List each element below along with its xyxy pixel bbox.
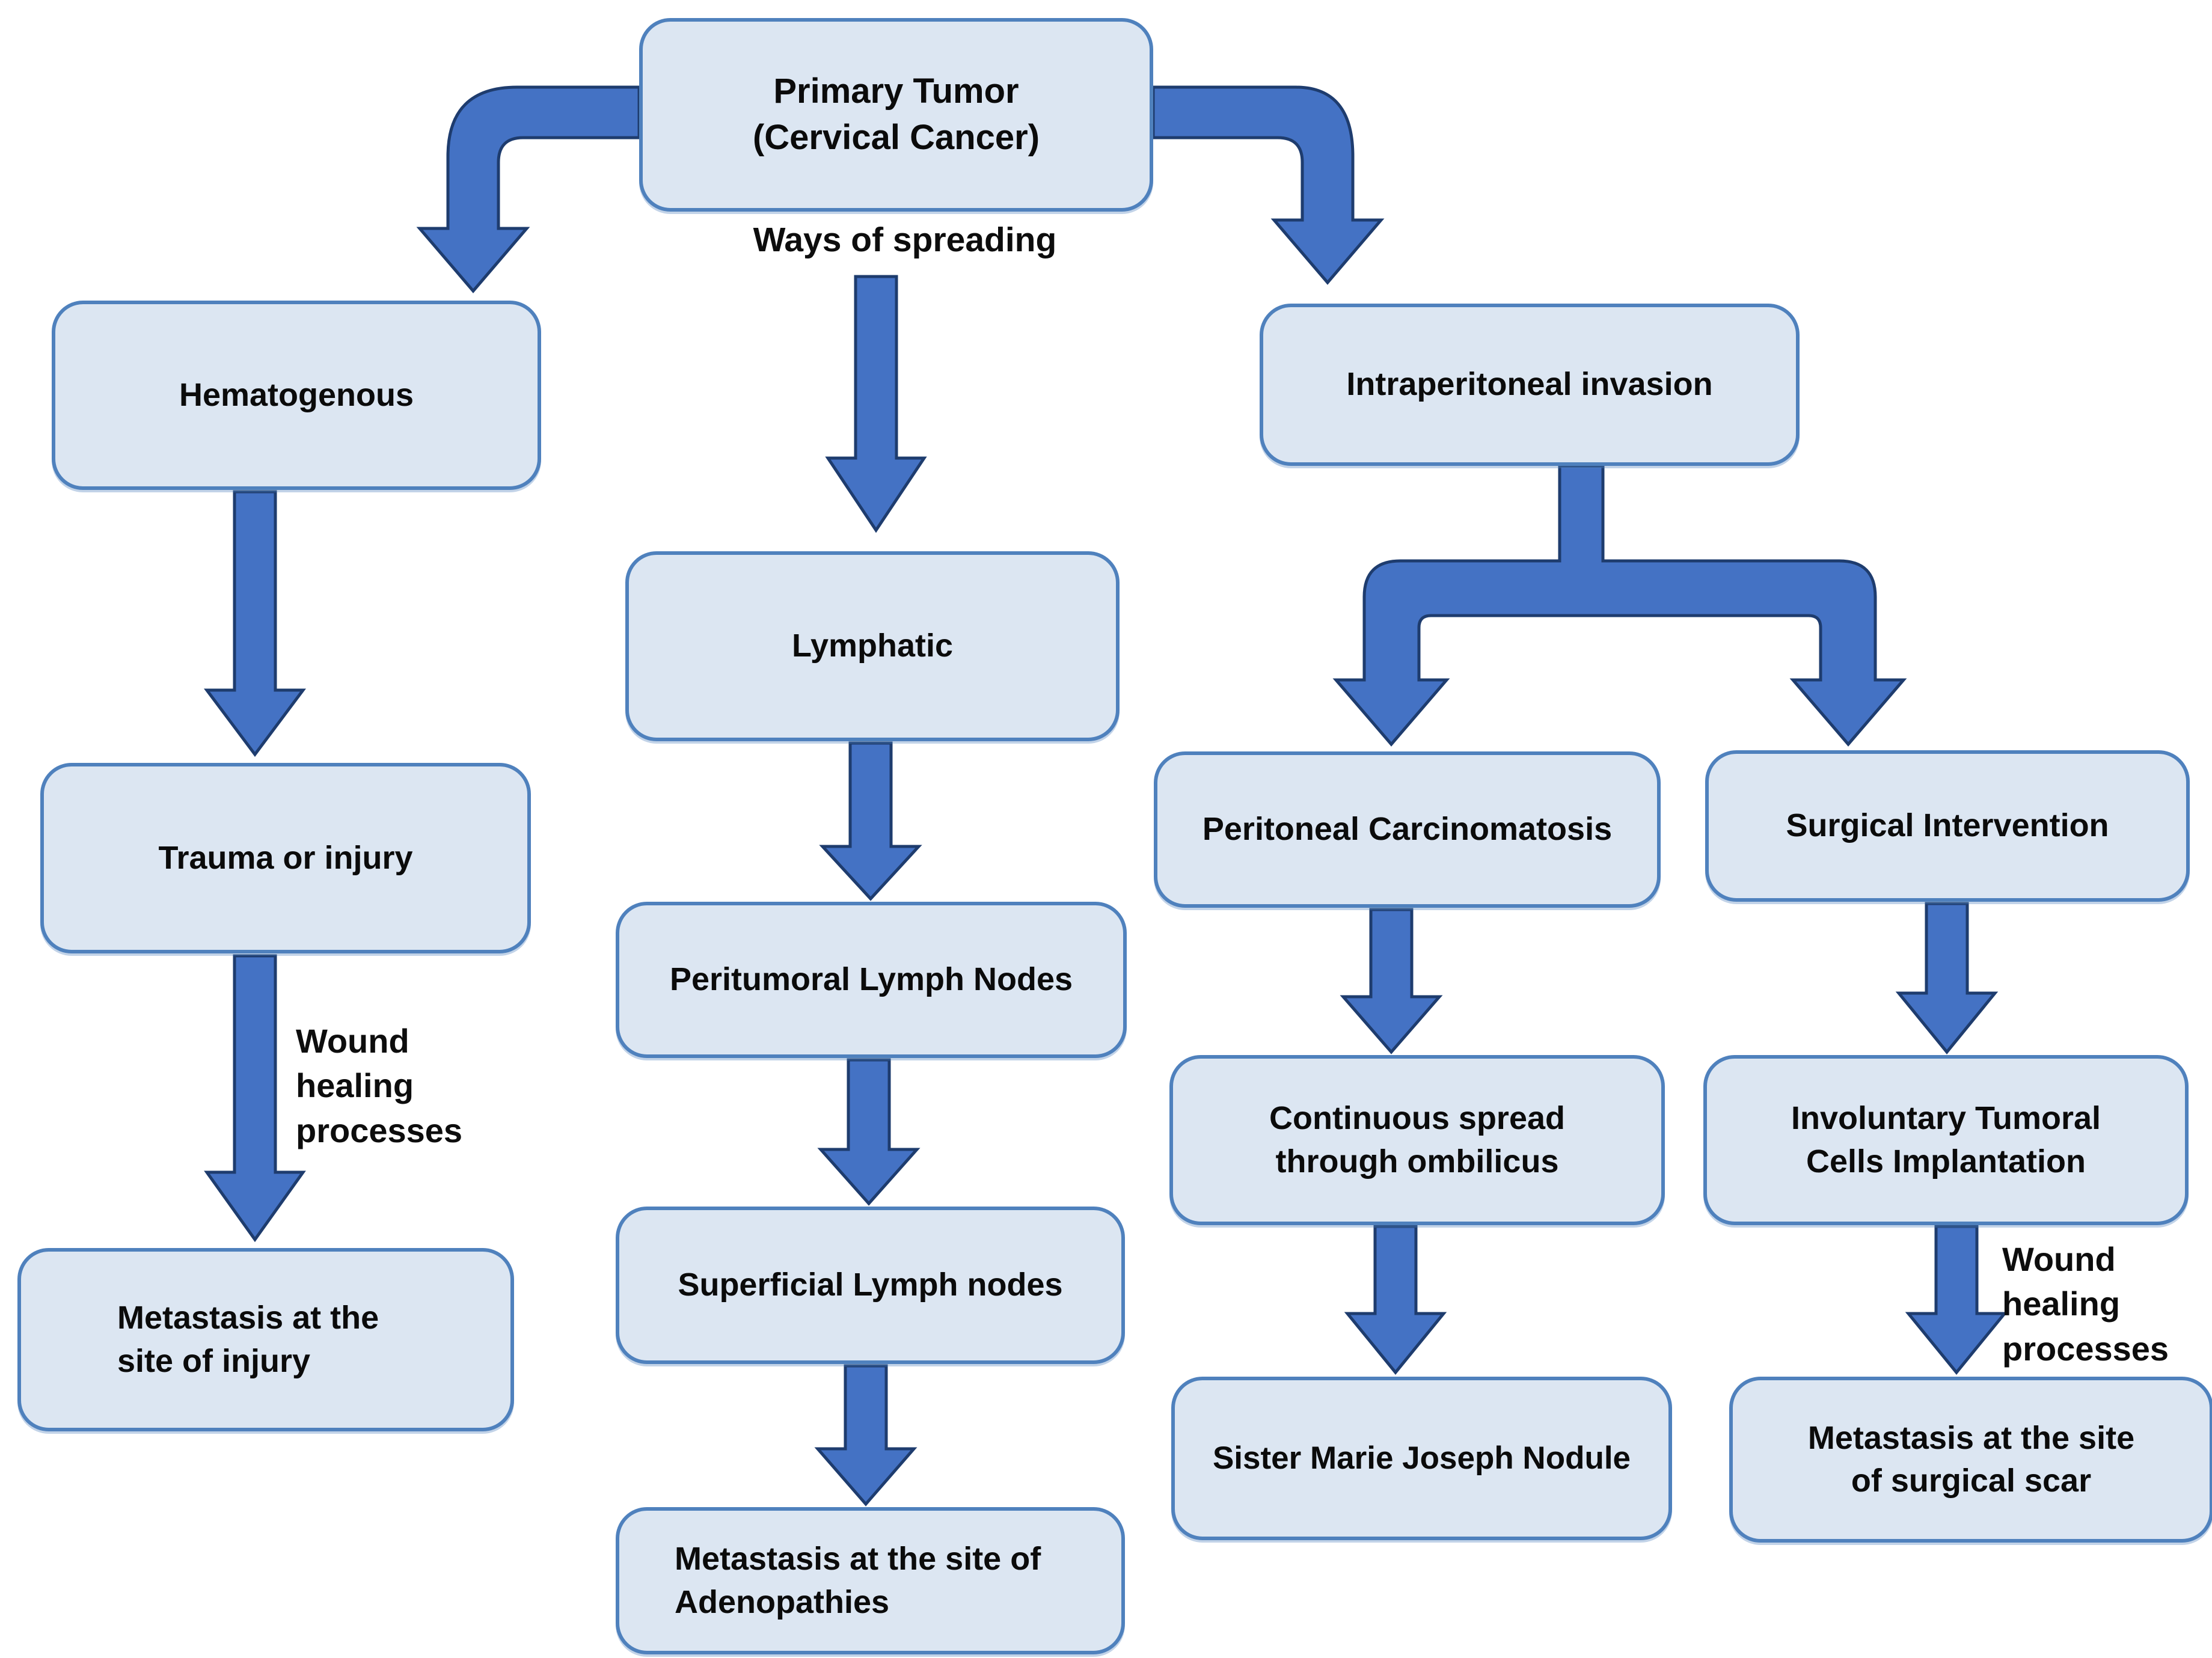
node-metastasis-site-of-adenopathies: Metastasis at the site of Adenopathies	[616, 1507, 1125, 1654]
label-wound-healing-processes-right: Wound healing processes	[2002, 1240, 2169, 1368]
arrow-perit-carc-to-continuous	[1340, 908, 1443, 1054]
arrow-trauma-to-met-injury	[204, 954, 306, 1243]
node-superficial-lymph-nodes: Superficial Lymph nodes	[616, 1207, 1125, 1364]
arrow-intraperitoneal-split	[1332, 464, 1907, 747]
arrow-surgical-to-involuntary	[1895, 902, 1999, 1054]
arrow-superficial-to-met-adeno	[814, 1364, 918, 1507]
arrow-hematogenous-to-trauma	[204, 490, 306, 757]
node-peritoneal-carcinomatosis: Peritoneal Carcinomatosis	[1154, 751, 1661, 908]
label-wound-healing-processes-left: Wound healing processes	[296, 1022, 463, 1149]
node-metastasis-site-of-injury: Metastasis at the site of injury	[17, 1248, 514, 1431]
node-primary-tumor: Primary Tumor (Cervical Cancer)	[639, 18, 1153, 212]
node-metastasis-site-of-surgical-scar: Metastasis at the site of surgical scar	[1729, 1377, 2212, 1543]
node-sister-marie-joseph-nodule: Sister Marie Joseph Nodule	[1171, 1377, 1672, 1540]
node-involuntary-tumoral-cells-implantation: Involuntary Tumoral Cells Implantation	[1703, 1055, 2189, 1225]
arrow-primary-to-intraperitoneal	[1151, 85, 1385, 285]
node-surgical-intervention: Surgical Intervention	[1705, 750, 2190, 902]
node-lymphatic: Lymphatic	[625, 551, 1120, 741]
arrow-continuous-to-sister	[1344, 1225, 1447, 1375]
node-peritumoral-lymph-nodes: Peritumoral Lymph Nodes	[616, 902, 1127, 1058]
node-hematogenous: Hematogenous	[52, 301, 541, 490]
node-intraperitoneal-invasion: Intraperitoneal invasion	[1260, 304, 1800, 466]
node-continuous-spread-ombilicus: Continuous spread through ombilicus	[1169, 1055, 1665, 1225]
arrow-primary-to-lymphatic	[825, 275, 927, 533]
label-ways-of-spreading: Ways of spreading	[753, 221, 1057, 259]
arrow-primary-to-hematogenous	[416, 85, 641, 293]
arrow-lymphatic-to-peritumoral	[819, 741, 922, 901]
arrow-peritumoral-to-superficial	[817, 1058, 921, 1206]
node-trauma-or-injury: Trauma or injury	[40, 763, 531, 953]
arrow-involuntary-to-met-scar	[1905, 1225, 2008, 1375]
